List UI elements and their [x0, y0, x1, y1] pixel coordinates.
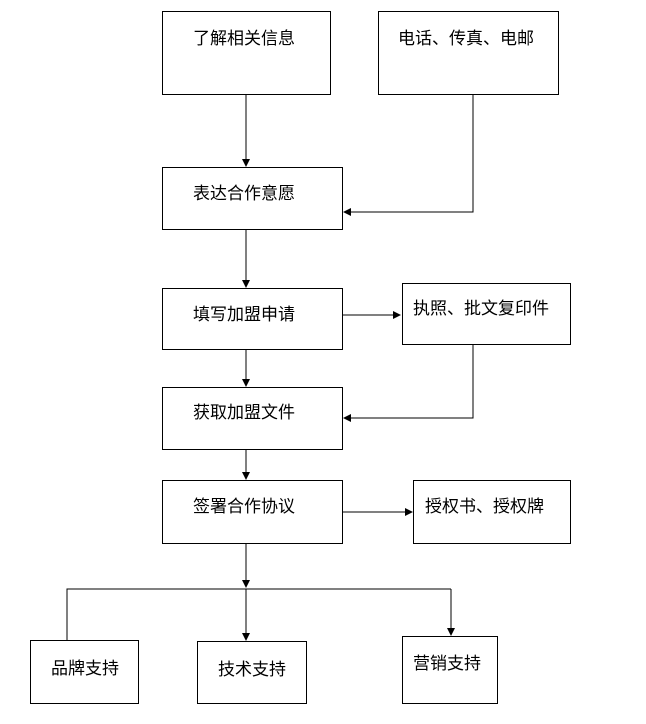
node-brand-support-label: 品牌支持	[51, 659, 119, 679]
edge-branch-to-brand	[66, 588, 451, 640]
node-authorization: 授权书、授权牌	[413, 480, 571, 544]
edge-license-to-documents	[343, 345, 474, 422]
node-fill-application: 填写加盟申请	[162, 288, 343, 350]
node-contact-label: 电话、传真、电邮	[398, 29, 534, 49]
node-get-documents: 获取加盟文件	[162, 387, 343, 450]
node-brand-support: 品牌支持	[30, 640, 139, 704]
node-tech-support-label: 技术支持	[218, 660, 286, 680]
node-license-copies-label: 执照、批文复印件	[413, 299, 549, 319]
node-express-intent: 表达合作意愿	[162, 167, 343, 230]
node-sign-agreement: 签署合作协议	[162, 480, 343, 544]
node-marketing-support: 营销支持	[402, 636, 498, 704]
node-contact: 电话、传真、电邮	[378, 11, 559, 95]
node-get-documents-label: 获取加盟文件	[193, 403, 295, 423]
node-license-copies: 执照、批文复印件	[402, 283, 571, 345]
node-authorization-label: 授权书、授权牌	[425, 497, 544, 517]
node-sign-agreement-label: 签署合作协议	[193, 497, 295, 517]
node-express-intent-label: 表达合作意愿	[193, 184, 295, 204]
node-learn-info: 了解相关信息	[162, 11, 331, 95]
node-tech-support: 技术支持	[197, 641, 307, 704]
node-fill-application-label: 填写加盟申请	[193, 305, 295, 325]
edge-contact-to-express	[343, 95, 474, 216]
node-learn-info-label: 了解相关信息	[193, 29, 295, 49]
node-marketing-support-label: 营销支持	[413, 654, 481, 674]
